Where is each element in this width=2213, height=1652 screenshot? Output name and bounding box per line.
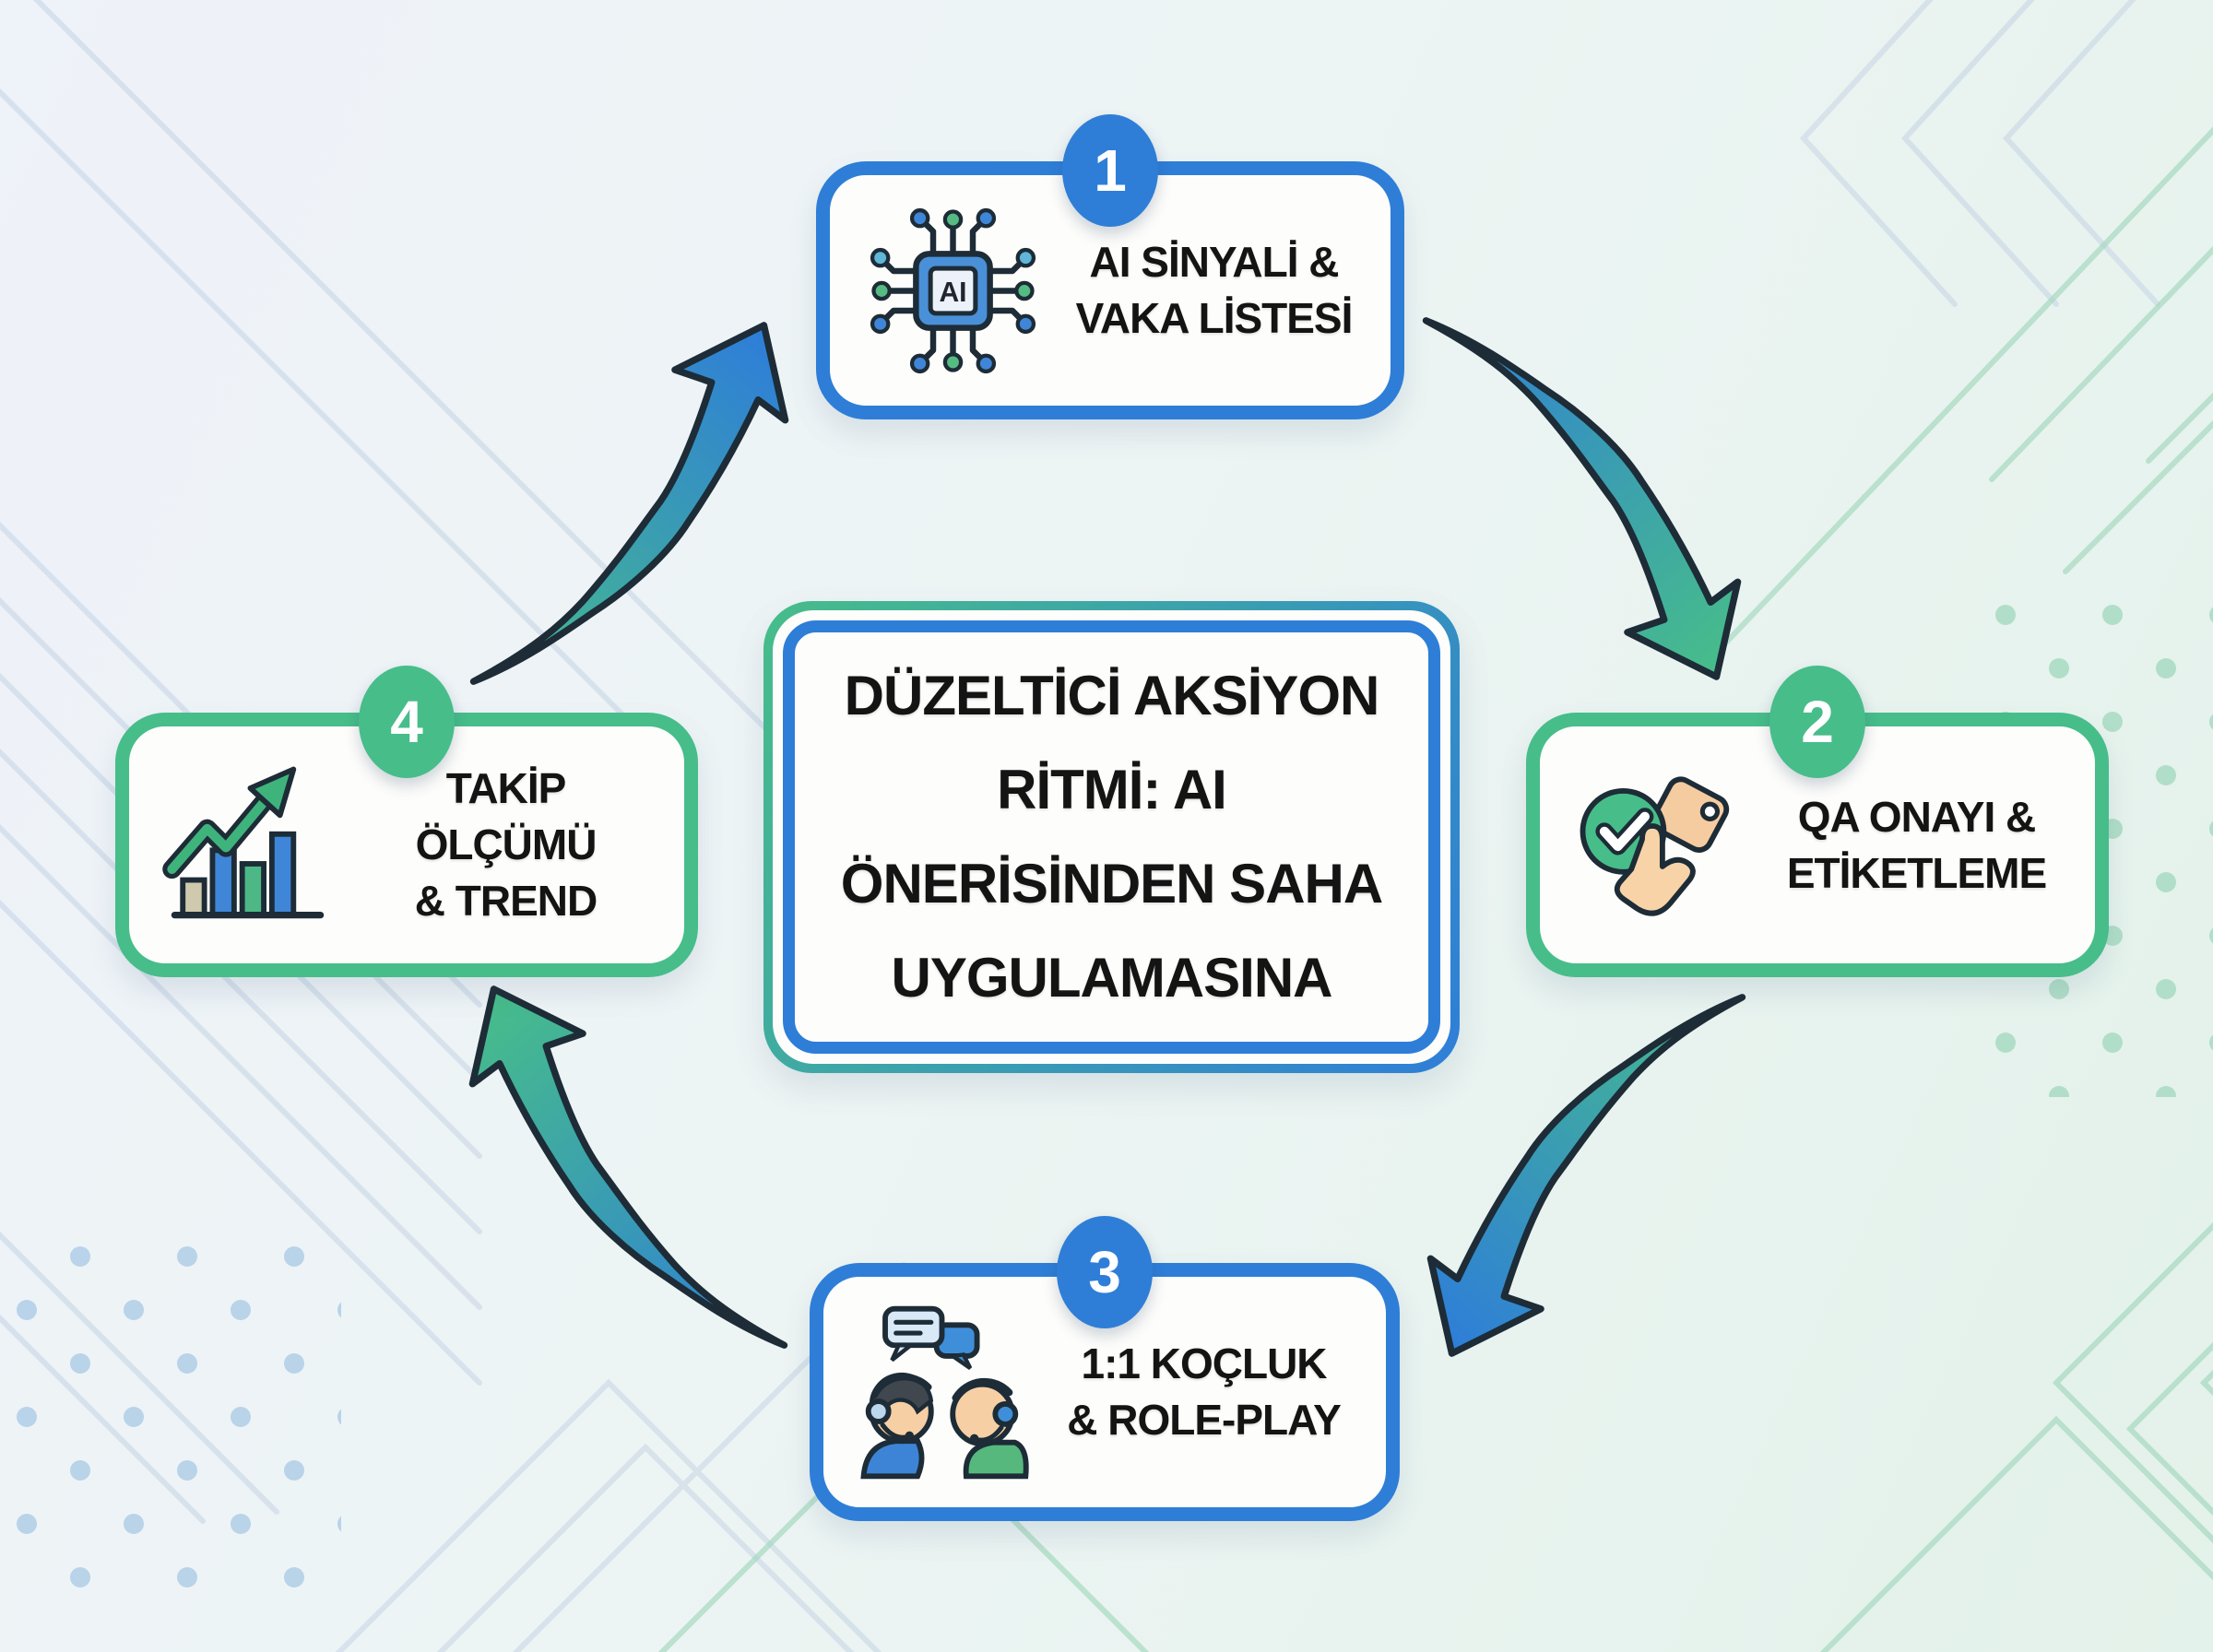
step-label-3: 1:1 KOÇLUK & ROLE-PLAY	[1049, 1336, 1358, 1447]
step-box-3: 3 1:1 KOÇLUK & ROLE-PLAY	[810, 1216, 1400, 1521]
blue-dot-grid	[0, 1245, 341, 1613]
arrow-step1-to-step2-icon	[1422, 317, 1742, 680]
coaching-roleplay-headsets-icon	[860, 1305, 1029, 1479]
page-title-line-4: UYGULAMASINA	[891, 947, 1333, 1009]
arrow-step2-to-step3-icon	[1426, 994, 1746, 1357]
page-title: DÜZELTİCİ AKSİYON RİTMİ: AI ÖNERİSİNDEN …	[840, 649, 1383, 1025]
step-label-1: AI SİNYALİ & VAKA LİSTESİ	[1065, 234, 1363, 346]
center-title-box: DÜZELTİCİ AKSİYON RİTMİ: AI ÖNERİSİNDEN …	[763, 601, 1460, 1073]
center-title-box-inner: DÜZELTİCİ AKSİYON RİTMİ: AI ÖNERİSİNDEN …	[783, 620, 1440, 1054]
step-number-badge-4: 4	[359, 666, 455, 778]
step-label-2-line-1: QA ONAYI &	[1797, 792, 2037, 841]
step-box-1: 1 AI AI SİNYALİ & VAKA LİSTESİ	[816, 114, 1404, 419]
step-number-badge-2: 2	[1769, 666, 1865, 778]
step-label-2-line-2: ETİKETLEME	[1786, 848, 2047, 897]
step-number-badge-1: 1	[1062, 114, 1158, 227]
green-line-pattern	[657, 126, 2213, 1652]
ai-chip-circuit-icon: AI	[870, 207, 1036, 373]
step-label-1-line-2: VAKA LİSTESİ	[1075, 294, 1354, 342]
step-number-badge-3: 3	[1057, 1216, 1153, 1328]
step-label-4: TAKİP ÖLÇÜMÜ & TREND	[355, 761, 657, 928]
step-label-4-line-2: & TREND	[414, 876, 598, 925]
step-box-2: 2 QA ONAYI & ETİKETLEME	[1526, 666, 2109, 977]
qa-check-tag-hand-icon	[1580, 776, 1730, 916]
step-box-4: 4 TAKİP ÖLÇÜMÜ & TREND	[115, 666, 698, 977]
step-label-3-line-2: & ROLE-PLAY	[1067, 1396, 1342, 1444]
chip-label: AI	[939, 277, 966, 307]
step-label-1-line-1: AI SİNYALİ &	[1089, 238, 1339, 287]
page-title-line-2: RİTMİ: AI	[997, 759, 1227, 820]
page-title-line-1: DÜZELTİCİ AKSİYON	[844, 665, 1380, 726]
step-label-2: QA ONAYI & ETİKETLEME	[1766, 789, 2067, 901]
trend-bar-chart-icon	[162, 766, 325, 919]
arrow-step4-to-step1-icon	[469, 322, 789, 685]
page-title-line-3: ÖNERİSİNDEN SAHA	[840, 853, 1383, 914]
step-label-4-line-1: TAKİP ÖLÇÜMÜ	[415, 764, 598, 869]
arrow-step3-to-step4-icon	[468, 985, 788, 1349]
center-title-box-gap: DÜZELTİCİ AKSİYON RİTMİ: AI ÖNERİSİNDEN …	[773, 610, 1450, 1064]
step-label-3-line-1: 1:1 KOÇLUK	[1081, 1339, 1327, 1388]
